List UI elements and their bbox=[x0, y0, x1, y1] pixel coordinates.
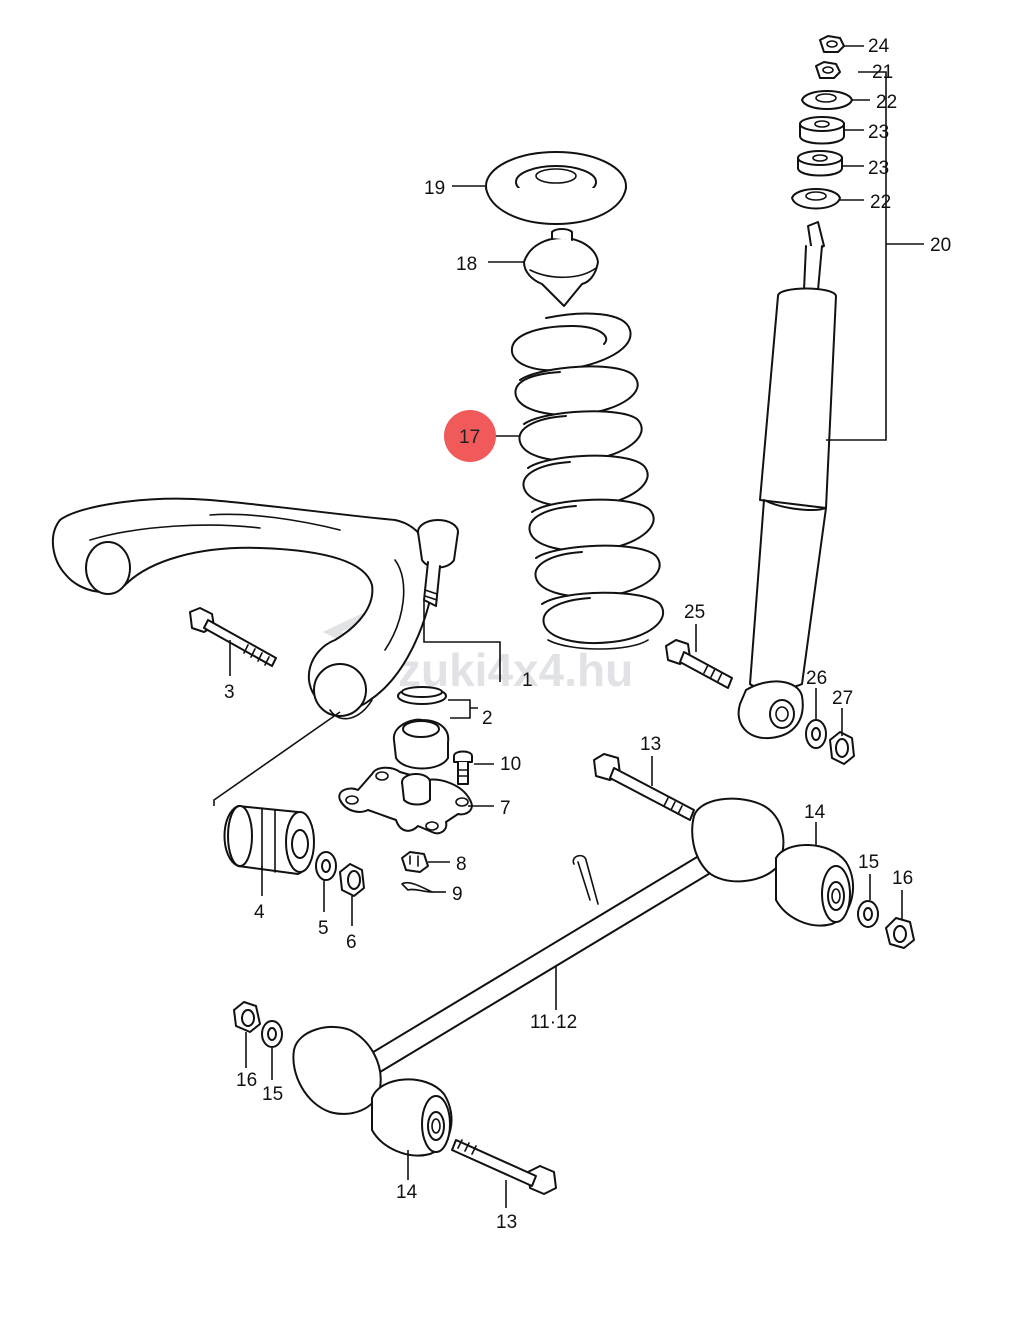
leader-lines bbox=[213, 45, 924, 1208]
cotter-pin-9[interactable] bbox=[401, 881, 433, 893]
knuckle-plate-7[interactable] bbox=[338, 766, 473, 835]
callout-16-right: 16 bbox=[892, 868, 913, 889]
bolt-13-lower[interactable] bbox=[451, 1139, 557, 1195]
nut-24[interactable] bbox=[819, 35, 845, 53]
mount-washer-22-lower[interactable] bbox=[791, 188, 841, 210]
bolt-3[interactable] bbox=[189, 607, 277, 667]
callout-13-lower: 13 bbox=[496, 1212, 517, 1233]
lateral-rod-11-12[interactable] bbox=[292, 797, 785, 1115]
spring-seat-19[interactable] bbox=[485, 151, 627, 225]
mount-bushing-23-upper[interactable] bbox=[799, 116, 845, 145]
callout-2: 2 bbox=[482, 708, 493, 729]
mount-washer-22-upper[interactable] bbox=[801, 90, 853, 110]
shock-absorber-20[interactable] bbox=[737, 221, 837, 740]
callout-22-lower: 22 bbox=[870, 192, 891, 213]
callout-5: 5 bbox=[318, 918, 329, 939]
bushing-4[interactable] bbox=[223, 805, 315, 875]
callout-27: 27 bbox=[832, 688, 853, 709]
callout-4: 4 bbox=[254, 902, 265, 923]
mount-bushing-23-lower[interactable] bbox=[797, 150, 843, 177]
nut-21[interactable] bbox=[815, 61, 841, 79]
upper-control-arm[interactable] bbox=[51, 497, 434, 720]
callout-23-lower: 23 bbox=[868, 158, 889, 179]
callout-11-12: 11·12 bbox=[530, 1012, 577, 1033]
washer-5[interactable] bbox=[315, 851, 337, 881]
seal-ring-2[interactable] bbox=[397, 686, 447, 705]
washer-26[interactable] bbox=[805, 719, 827, 749]
callout-3: 3 bbox=[224, 682, 235, 703]
bump-stopper-18[interactable] bbox=[523, 228, 599, 307]
washer-15-right[interactable] bbox=[857, 900, 879, 928]
bolt-10[interactable] bbox=[453, 750, 473, 785]
callout-16-left: 16 bbox=[236, 1070, 257, 1091]
callout-23-upper: 23 bbox=[868, 122, 889, 143]
bolt-13-upper[interactable] bbox=[593, 753, 695, 821]
callout-8: 8 bbox=[456, 854, 467, 875]
callout-20: 20 bbox=[930, 235, 951, 256]
bushing-14-right[interactable] bbox=[775, 844, 855, 927]
callout-7: 7 bbox=[500, 798, 511, 819]
washer-15-left[interactable] bbox=[261, 1020, 283, 1048]
castle-nut-8[interactable] bbox=[401, 851, 429, 873]
callout-24: 24 bbox=[868, 36, 890, 57]
callout-6: 6 bbox=[346, 932, 357, 953]
callout-10: 10 bbox=[500, 754, 521, 775]
callout-18: 18 bbox=[456, 254, 477, 275]
callout-17: 17 bbox=[459, 427, 480, 448]
bolt-25[interactable] bbox=[665, 639, 733, 689]
highlight-marker[interactable] bbox=[444, 410, 496, 462]
watermark-text: zuki4x4.hu bbox=[398, 644, 633, 696]
coil-spring-17[interactable] bbox=[510, 312, 665, 650]
callout-9: 9 bbox=[452, 884, 463, 905]
callout-22-upper: 22 bbox=[876, 92, 897, 113]
nut-16-left[interactable] bbox=[233, 1001, 261, 1033]
dust-boot-2[interactable] bbox=[392, 718, 450, 770]
callout-26: 26 bbox=[806, 668, 827, 689]
callout-1: 1 bbox=[522, 670, 533, 691]
callout-15-left: 15 bbox=[262, 1084, 283, 1105]
callout-labels: 1 2 3 4 5 6 7 8 9 10 11·12 13 13 14 14 1… bbox=[224, 36, 951, 1233]
callout-21: 21 bbox=[872, 62, 893, 83]
callout-19: 19 bbox=[424, 178, 445, 199]
callout-25: 25 bbox=[684, 602, 705, 623]
callout-13-upper: 13 bbox=[640, 734, 661, 755]
nut-16-right[interactable] bbox=[885, 917, 915, 949]
callout-14-right: 14 bbox=[804, 802, 826, 823]
callout-14-left: 14 bbox=[396, 1182, 418, 1203]
nut-27[interactable] bbox=[829, 731, 855, 765]
callout-15-right: 15 bbox=[858, 852, 879, 873]
ball-joint-stud[interactable] bbox=[417, 519, 459, 607]
nut-6[interactable] bbox=[339, 863, 365, 897]
bushing-14-left[interactable] bbox=[371, 1078, 453, 1157]
